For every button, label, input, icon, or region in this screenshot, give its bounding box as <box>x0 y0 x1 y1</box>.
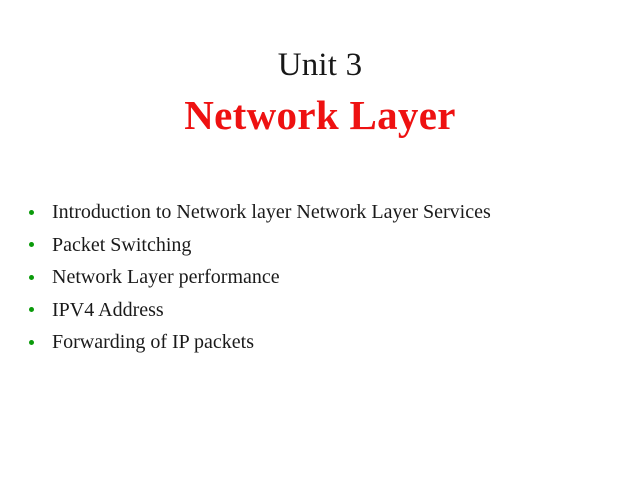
slide-bullet-list: Introduction to Network layer Network La… <box>26 196 626 359</box>
list-item: Introduction to Network layer Network La… <box>26 196 626 229</box>
list-item: Packet Switching <box>26 229 626 262</box>
list-item-label: Packet Switching <box>52 233 192 256</box>
list-item-label: Introduction to Network layer Network La… <box>52 201 491 223</box>
list-item-label: IPV4 Address <box>52 298 164 321</box>
slide-title-unit: Unit 3 <box>277 47 363 83</box>
bullet-dot-icon <box>29 242 34 248</box>
bullet-dot-icon <box>29 209 34 215</box>
list-item-label: Forwarding of IP packets <box>52 331 254 353</box>
list-item: Forwarding of IP packets <box>26 326 626 359</box>
list-item: Network Layer performance <box>26 261 626 294</box>
list-item-label: Network Layer performance <box>52 266 280 288</box>
bullet-dot-icon <box>29 307 34 313</box>
slide-title-block: Unit 3 Network Layer <box>0 44 640 141</box>
bullet-dot-icon <box>29 339 34 345</box>
slide-title-main: Network Layer <box>184 92 456 138</box>
list-item: IPV4 Address <box>26 294 626 327</box>
bullet-dot-icon <box>29 274 34 280</box>
